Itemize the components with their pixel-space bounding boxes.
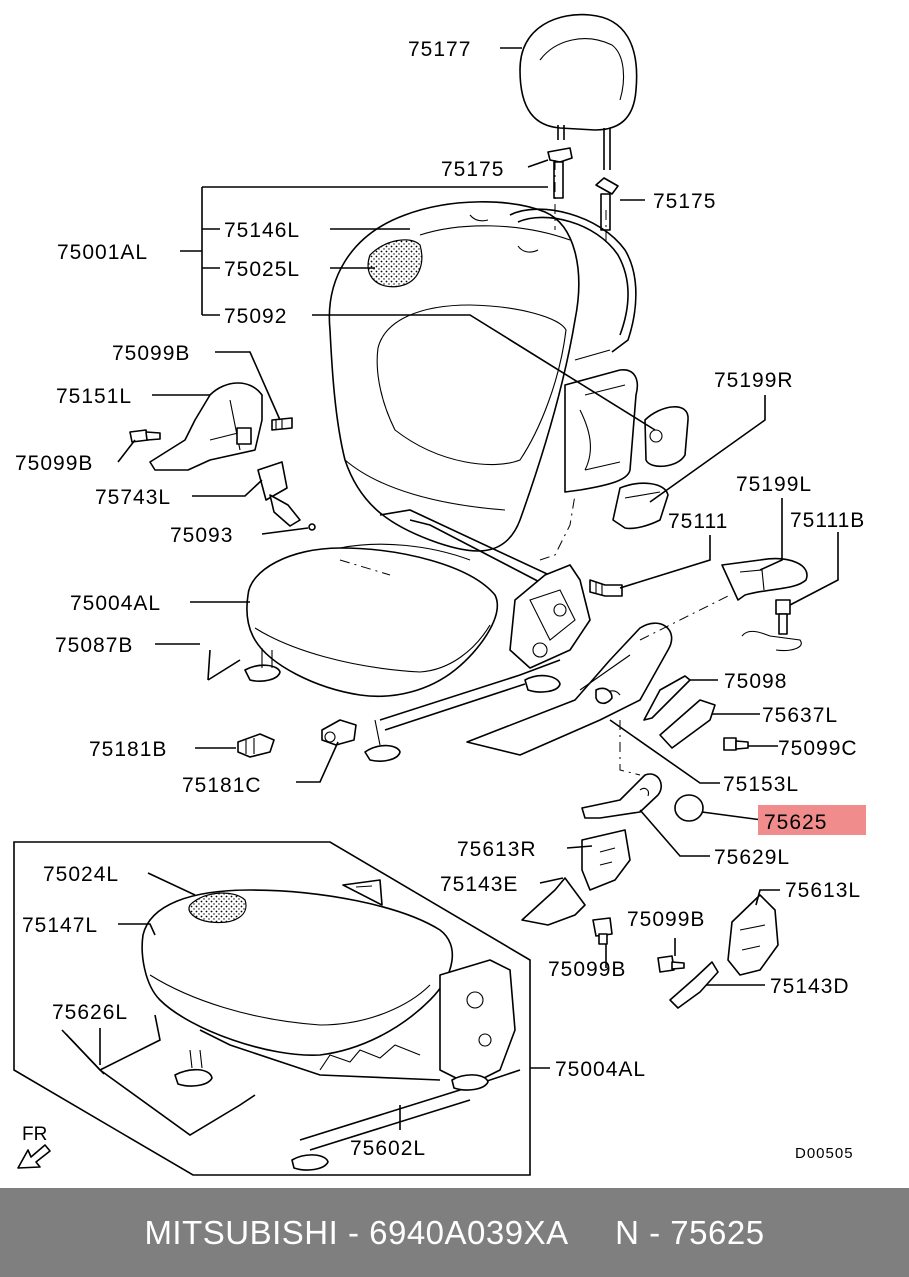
seat-frame-upper: [207, 509, 591, 762]
label-75143D: 75143D: [770, 975, 850, 998]
seat-back: [328, 201, 580, 552]
label-75625: 75625: [764, 811, 827, 834]
screw-75099B-d: [657, 955, 685, 973]
bolt-75111: [589, 579, 623, 597]
label-75153L: 75153L: [723, 773, 799, 796]
triangle-mark: [342, 879, 383, 906]
recliner-cover-75153L: [466, 622, 673, 756]
side-cover-75151L: [149, 382, 263, 471]
cover-75143E: [521, 877, 586, 926]
cover-75143D: [669, 961, 719, 1009]
headrest: [519, 13, 638, 170]
label-75147L: 75147L: [22, 914, 98, 937]
label-75099C: 75099C: [778, 737, 858, 760]
label-75004AL-a: 75004AL: [70, 592, 161, 615]
label-75199L: 75199L: [736, 473, 812, 496]
label-75143E: 75143E: [440, 873, 518, 896]
screw-75099B-left: [129, 429, 161, 443]
footer-part-info: MITSUBISHI - 6940A039XA N - 75625: [144, 1213, 765, 1251]
label-75099B-d: 75099B: [548, 958, 626, 981]
parts-diagram: 75177 75175 75175 75001AL 75146L 75025L …: [13, 13, 866, 1176]
label-75177: 75177: [408, 38, 471, 61]
clip-75181B: [237, 733, 275, 758]
fr-label: FR: [22, 1124, 47, 1145]
label-75151L: 75151L: [56, 385, 132, 408]
label-75626L: 75626L: [52, 1001, 128, 1024]
label-75743L: 75743L: [95, 486, 171, 509]
cover-75199L: [721, 557, 808, 601]
lever-75098: [643, 675, 691, 721]
bracket-75613R: [581, 829, 631, 891]
label-75098: 75098: [724, 670, 787, 693]
label-75025L: 75025L: [224, 258, 300, 281]
lever-75637L: [659, 699, 716, 749]
screw-75099C: [723, 737, 749, 751]
seat-back-frame: [509, 208, 639, 493]
screw-75099B-upper: [271, 417, 293, 431]
cap-75625: [674, 794, 704, 822]
cover-75199R: [612, 482, 669, 530]
clip-75181C: [321, 719, 357, 746]
label-75175-b: 75175: [653, 190, 716, 213]
seat-cushion: [246, 543, 498, 698]
label-75199R: 75199R: [714, 369, 794, 392]
diagram-code: D00505: [795, 1145, 854, 1162]
label-75111: 75111: [668, 510, 728, 533]
label-75024L: 75024L: [43, 863, 119, 886]
label-75146L: 75146L: [224, 219, 300, 242]
leader-lines: [99, 47, 839, 1130]
label-75004AL-b: 75004AL: [555, 1058, 646, 1081]
label-75099B-c: 75099B: [627, 908, 705, 931]
label-75001AL: 75001AL: [57, 241, 148, 264]
highlight-75625: [758, 805, 866, 835]
label-75099B-a: 75099B: [112, 342, 190, 365]
handle-75629L: [581, 773, 662, 819]
label-75613L: 75613L: [785, 879, 861, 902]
label-75613R: 75613R: [457, 838, 537, 861]
label-75093: 75093: [170, 524, 233, 547]
seat-frame-lower: [174, 959, 521, 1171]
label-75181B: 75181B: [89, 738, 167, 761]
label-75181C: 75181C: [182, 774, 262, 797]
part-labels: 75177 75175 75175 75001AL 75146L 75025L …: [15, 38, 866, 1162]
seat-cushion-lower: [141, 889, 454, 1056]
headrest-guide-right: [595, 177, 619, 231]
bolt-75111B: [741, 599, 802, 652]
label-75629L: 75629L: [714, 846, 790, 869]
screw-75099B-c: [592, 917, 613, 945]
clip-75092: [644, 406, 689, 468]
footer-bar: MITSUBISHI - 6940A039XA N - 75625: [0, 1188, 909, 1277]
label-75111B: 75111B: [790, 509, 865, 532]
buckle-75743L: [257, 461, 316, 531]
label-75099B-b: 75099B: [15, 452, 93, 475]
bracket-75613L: [727, 894, 779, 976]
headrest-guide-left: [547, 147, 573, 199]
label-75602L: 75602L: [350, 1137, 426, 1160]
label-75175-a: 75175: [441, 158, 504, 181]
wire-75626L: [61, 1014, 256, 1136]
label-75637L: 75637L: [762, 704, 838, 727]
fr-arrow: [17, 1144, 51, 1169]
label-75092: 75092: [224, 305, 287, 328]
sub-assembly-box: [13, 841, 531, 1176]
label-75087B: 75087B: [55, 634, 133, 657]
